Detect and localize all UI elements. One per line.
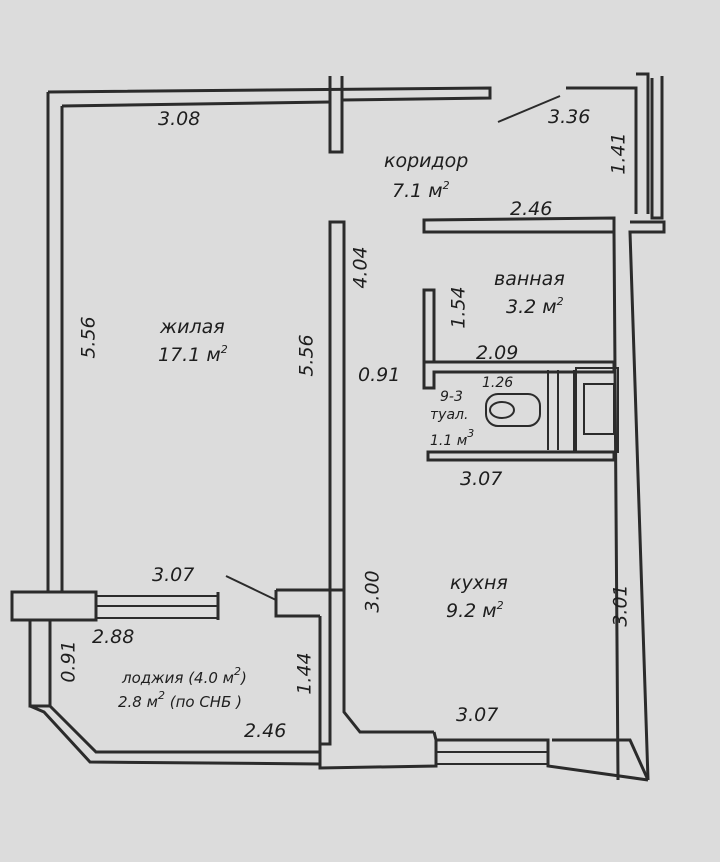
corridor-name: коридор	[384, 150, 469, 172]
shaft	[547, 370, 575, 452]
bath-name: ванная	[494, 268, 565, 290]
kitchen-area: 9.2 м2	[446, 599, 504, 622]
dim-3-07-living: 3.07	[152, 564, 195, 586]
wall-toilet-bottom	[426, 450, 616, 462]
dim-1-26: 1.26	[482, 375, 514, 391]
dim-1-44: 1.44	[293, 652, 316, 695]
dim-1-41: 1.41	[607, 132, 630, 175]
dim-2-46-top: 2.46	[510, 198, 553, 220]
bath-area: 3.2 м2	[506, 295, 564, 318]
toilet-bowl	[489, 401, 515, 419]
toilet-fixture	[485, 393, 541, 427]
toilet-name: туал.	[430, 407, 469, 423]
dim-0-91-mid: 0.91	[358, 364, 401, 386]
dim-2-46-bottom: 2.46	[244, 720, 287, 742]
dim-5-56-left: 5.56	[77, 316, 100, 359]
wall-living-left	[46, 92, 64, 592]
dim-3-00: 3.00	[361, 570, 384, 613]
wall-right-upper	[566, 72, 664, 220]
dim-0-91-loggia: 0.91	[57, 640, 80, 683]
dim-2-88: 2.88	[92, 626, 135, 648]
loggia-line2: 2.8 м2 (по СНБ )	[118, 689, 242, 711]
dim-4-04: 4.04	[349, 246, 372, 289]
dim-3-07-toilet: 3.07	[460, 468, 503, 490]
wall-living-right	[328, 220, 346, 592]
living-area: 17.1 м2	[158, 343, 228, 366]
kitchen-name: кухня	[450, 572, 508, 594]
dim-2-09: 2.09	[476, 342, 519, 364]
dim-5-56-mid: 5.56	[295, 334, 318, 377]
toilet-area: 1.1 м3	[430, 427, 475, 449]
dim-3-01: 3.01	[609, 584, 632, 627]
wall-bath-bottom	[422, 360, 616, 390]
leader-3-36	[497, 95, 561, 123]
wall-bath-top	[422, 216, 616, 234]
wall-bath-left	[422, 288, 436, 364]
wall-corridor-stub	[328, 76, 344, 154]
living-name: жилая	[160, 316, 225, 338]
loggia-line1: лоджия (4.0 м2)	[122, 665, 247, 687]
leader-3-07	[225, 575, 277, 601]
shaft-inner	[583, 383, 615, 435]
shaft-box	[575, 367, 619, 453]
dim-3-08: 3.08	[158, 108, 201, 130]
toilet-code: 9-3	[440, 389, 463, 405]
wall-top	[47, 86, 492, 108]
wall-loggia	[28, 616, 322, 766]
dim-3-36: 3.36	[548, 106, 591, 128]
wall-right-outer	[612, 220, 666, 781]
wall-kitchen-left	[320, 590, 434, 746]
dim-1-54: 1.54	[447, 286, 470, 329]
corridor-area: 7.1 м2	[392, 179, 450, 202]
dim-3-07-kitchen: 3.07	[456, 704, 499, 726]
